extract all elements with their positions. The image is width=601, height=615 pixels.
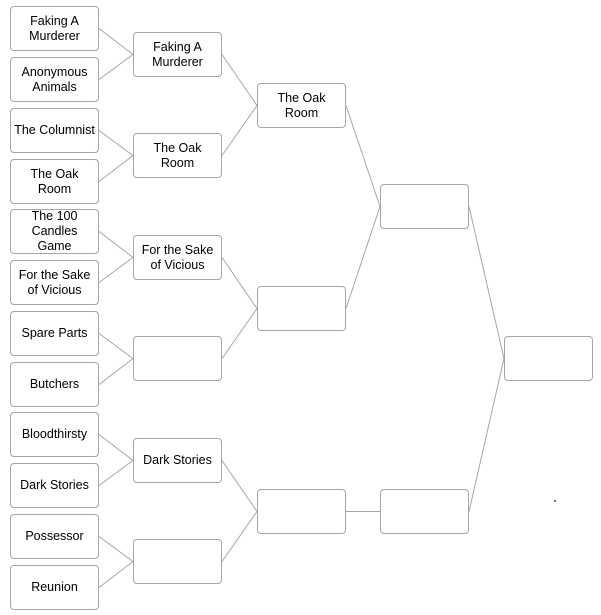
connector-line xyxy=(98,28,134,55)
round4-slot-2 xyxy=(380,489,469,534)
round1-slot-6: For the Sake of Vicious xyxy=(10,260,99,305)
connector-line xyxy=(468,206,505,359)
connector-line xyxy=(98,434,134,461)
round1-slot-8: Butchers xyxy=(10,362,99,407)
connector-line xyxy=(345,105,381,207)
round1-slot-7: Spare Parts xyxy=(10,311,99,356)
round2-slot-6 xyxy=(133,539,222,584)
round3-slot-1: The Oak Room xyxy=(257,83,346,128)
connector-line xyxy=(98,155,134,182)
round1-slot-3: The Columnist xyxy=(10,108,99,153)
connector-line xyxy=(98,333,134,359)
round1-slot-10: Dark Stories xyxy=(10,463,99,508)
connector-line xyxy=(98,460,134,486)
round3-slot-3 xyxy=(257,489,346,534)
round1-slot-5: The 100 Candles Game xyxy=(10,209,99,254)
connector-line xyxy=(98,536,134,562)
round1-slot-2: Anonymous Animals xyxy=(10,57,99,102)
final-slot xyxy=(504,336,593,381)
connector-line xyxy=(468,358,505,512)
round4-slot-1 xyxy=(380,184,469,229)
round2-slot-3: For the Sake of Vicious xyxy=(133,235,222,280)
round1-slot-11: Possessor xyxy=(10,514,99,559)
connector-line xyxy=(98,54,134,80)
round2-slot-5: Dark Stories xyxy=(133,438,222,483)
connector-line xyxy=(221,257,258,309)
connector-line xyxy=(98,561,134,588)
connector-line xyxy=(345,206,381,309)
round2-slot-2: The Oak Room xyxy=(133,133,222,178)
connector-line xyxy=(221,308,258,359)
connector-line xyxy=(221,105,258,156)
connector-line xyxy=(98,358,134,385)
round2-slot-1: Faking A Murderer xyxy=(133,32,222,77)
stray-dot xyxy=(554,500,556,502)
round1-slot-4: The Oak Room xyxy=(10,159,99,204)
connector-line xyxy=(98,231,134,258)
connector-line xyxy=(221,511,258,562)
round1-slot-1: Faking A Murderer xyxy=(10,6,99,51)
round1-slot-12: Reunion xyxy=(10,565,99,610)
round3-slot-2 xyxy=(257,286,346,331)
connector-line xyxy=(98,257,134,283)
connector-line xyxy=(98,130,134,156)
round2-slot-4 xyxy=(133,336,222,381)
connector-line xyxy=(221,460,258,512)
round1-slot-9: Bloodthirsty xyxy=(10,412,99,457)
connector-line xyxy=(221,54,258,106)
